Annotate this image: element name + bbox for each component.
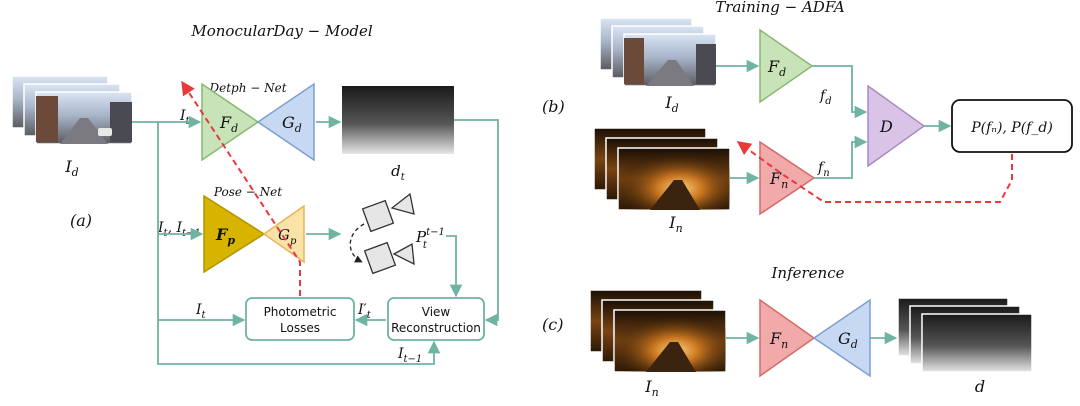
probability-output-box xyxy=(951,99,1073,153)
panel-c-gd-label: Gd xyxy=(838,329,858,351)
depth-decoder-triangle xyxy=(256,82,315,162)
panel-b: Training − ADFA (b) Id Fd In Fn D xyxy=(542,0,1073,235)
depth-output-label: dt xyxy=(391,162,406,183)
panel-c-night-image-stack xyxy=(589,289,727,373)
photometric-line2: Losses xyxy=(280,321,320,335)
depth-decoder-label: Gd xyxy=(282,113,302,135)
panel-b-fn-out-label: fn xyxy=(817,160,830,179)
pose-encoder-label: Fp xyxy=(215,225,235,247)
panel-c-title: Inference xyxy=(770,264,844,282)
panel-c-input-label: In xyxy=(644,377,658,399)
discriminator-triangle xyxy=(867,84,926,168)
depth-input-label: It xyxy=(179,108,191,127)
view-line2: Reconstruction xyxy=(391,321,481,335)
panel-a-label: (a) xyxy=(70,211,92,230)
panel-b-day-image-stack xyxy=(599,17,717,87)
depth-encoder-triangle xyxy=(201,82,260,162)
panel-a: MonocularDay − Model Id (a) Detph − Net … xyxy=(11,22,499,365)
panel-c-depth-image-stack xyxy=(897,297,1033,373)
itm1-label: It−1 xyxy=(397,346,422,365)
panel-b-flows xyxy=(716,59,952,185)
camera-pose-icons xyxy=(349,192,415,275)
panel-c-label: (c) xyxy=(542,315,563,334)
view-reconstruction-box xyxy=(387,297,485,341)
pose-encoder-triangle xyxy=(203,194,266,274)
panel-a-gradient-arrow xyxy=(181,80,301,296)
depth-encoder-label: Fd xyxy=(219,113,238,135)
depth-net-label: Detph − Net xyxy=(208,81,286,95)
it-prime-label: I′t xyxy=(357,302,372,321)
panel-b-fd-label: Fd xyxy=(767,57,786,79)
panel-b-night-image-stack xyxy=(593,127,731,211)
pose-net-label: Pose − Net xyxy=(213,185,282,199)
panel-a-title: MonocularDay − Model xyxy=(190,22,372,40)
pose-input-label: It, It−1 xyxy=(157,220,201,239)
panel-b-label: (b) xyxy=(542,97,565,116)
panel-a-flows xyxy=(132,115,499,365)
panel-b-fd-triangle xyxy=(759,28,814,104)
probability-output-text: P(fₙ), P(f_d) xyxy=(970,120,1053,136)
pose-decoder-label: Gp xyxy=(278,226,297,247)
day-image-stack xyxy=(11,75,133,145)
photometric-line1: Photometric xyxy=(264,305,337,319)
panel-b-gradient-arrow xyxy=(736,141,1013,203)
panel-b-night-label: In xyxy=(668,213,682,235)
depth-map-image xyxy=(342,86,454,154)
discriminator-label: D xyxy=(879,117,893,136)
panel-c: Inference (c) In Fn Gd d xyxy=(542,264,1033,399)
it-label: It xyxy=(195,302,207,321)
panel-b-day-label: Id xyxy=(664,93,678,115)
day-input-label: Id xyxy=(64,157,78,179)
panel-c-output-label: d xyxy=(975,377,985,396)
panel-b-fd-out-label: fd xyxy=(819,88,832,107)
panel-c-fn-label: Fn xyxy=(769,329,788,351)
photometric-losses-box xyxy=(245,297,355,341)
panel-b-title: Training − ADFA xyxy=(715,0,845,16)
pose-decoder-triangle xyxy=(262,204,305,264)
panel-b-fn-label: Fn xyxy=(769,169,788,191)
panel-c-fn-triangle xyxy=(759,298,816,378)
view-line1: View xyxy=(422,305,451,319)
